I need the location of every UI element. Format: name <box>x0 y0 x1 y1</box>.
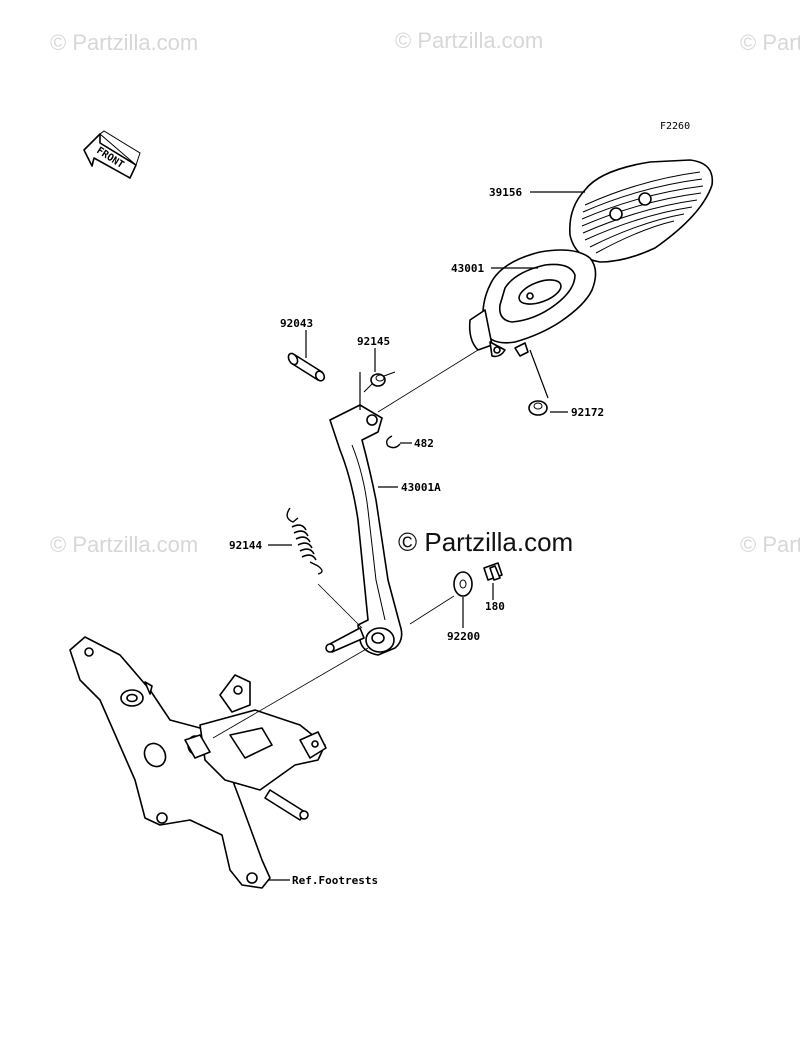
watermarks: © Partzilla.com © Partzilla.com © Partzi… <box>50 28 800 557</box>
snap-ring-482 <box>385 435 401 449</box>
callout-ref-footrests: Ref.Footrests <box>292 874 378 887</box>
spring-92144 <box>286 507 323 575</box>
bolt-92172 <box>528 400 548 416</box>
leader-lines <box>212 191 585 881</box>
callout-92145: 92145 <box>357 335 390 348</box>
callout-43001A: 43001A <box>401 481 441 494</box>
callout-43001: 43001 <box>451 262 484 275</box>
spring-92145 <box>363 371 396 393</box>
callout-92144: 92144 <box>229 539 262 552</box>
watermark-top-center: © Partzilla.com <box>395 28 543 53</box>
callout-92200: 92200 <box>447 630 480 643</box>
callout-180: 180 <box>485 600 505 613</box>
callout-92043: 92043 <box>280 317 313 330</box>
watermark-center: © Partzilla.com <box>398 527 573 557</box>
callout-92172: 92172 <box>571 406 604 419</box>
callout-39156: 39156 <box>489 186 522 199</box>
callout-482: 482 <box>414 437 434 450</box>
watermark-top-left: © Partzilla.com <box>50 30 198 55</box>
watermark-top-right: © Partzilla.com <box>740 30 800 55</box>
brake-pedal-arm-43001A <box>325 404 403 656</box>
pin-92043 <box>287 352 326 382</box>
diagram-code: F2260 <box>660 121 690 132</box>
washer-92200 <box>453 571 473 597</box>
bolt-180 <box>483 562 503 581</box>
callouts: 39156 43001 92043 92145 92172 482 43001A… <box>229 186 604 887</box>
watermark-mid-left: © Partzilla.com <box>50 532 198 557</box>
footrest-bracket <box>69 636 327 889</box>
watermark-mid-right: © Partzilla.com <box>740 532 800 557</box>
front-arrow-icon: FRONT <box>83 130 141 179</box>
pedal-bracket-43001 <box>468 249 597 358</box>
pedal-pad-39156 <box>568 159 714 263</box>
